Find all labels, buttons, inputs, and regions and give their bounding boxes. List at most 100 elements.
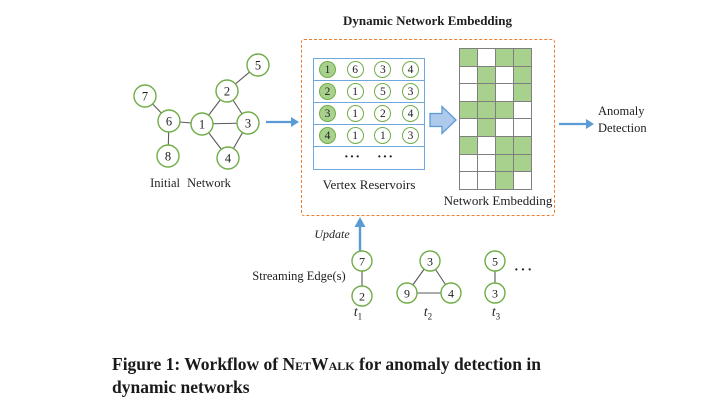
node-label: 3 <box>492 287 498 301</box>
node-label: 4 <box>225 152 232 166</box>
reservoir-walk-node: 1 <box>374 127 392 144</box>
reservoir-key-node: 3 <box>319 105 336 122</box>
embedding-cell <box>514 172 531 189</box>
initial-network-node-labels: 5 2 7 6 1 3 8 4 <box>142 59 261 166</box>
block-arrow-icon <box>429 104 457 136</box>
embedding-cell <box>514 136 531 154</box>
streaming-ellipsis: ··· <box>514 263 535 278</box>
embedding-cell <box>514 66 531 84</box>
streaming-graphs-nodes <box>351 250 506 307</box>
update-arrow <box>354 217 366 256</box>
t-glyph: t <box>423 304 428 319</box>
reservoir-walk-node: 4 <box>401 61 419 78</box>
embedding-cell <box>460 119 477 136</box>
t-glyph: t <box>491 304 496 319</box>
node-label: 9 <box>404 287 410 301</box>
reservoir-walk-node: 1 <box>346 127 364 144</box>
reservoir-walk-node: 3 <box>401 127 419 144</box>
caption-prefix: Figure 1: Workflow of <box>112 354 283 374</box>
embedding-cell <box>460 84 477 101</box>
node-label: 2 <box>359 290 365 304</box>
node-label: 7 <box>142 90 148 104</box>
embedding-cell <box>496 49 513 66</box>
embedding-cell <box>496 154 513 172</box>
embedding-cell <box>460 101 477 119</box>
embedding-cell <box>478 136 495 154</box>
embedding-cell <box>496 84 513 101</box>
embedding-cell <box>496 119 513 136</box>
caption-suffix: for anomaly detection in <box>354 354 541 374</box>
caption-line2: dynamic networks <box>112 376 250 397</box>
reservoir-walk-node: 1 <box>346 105 364 122</box>
graph-node <box>351 285 373 307</box>
caption-brand: NetWalk <box>282 354 355 374</box>
node-label: 6 <box>166 115 172 129</box>
reservoir-key-node: 2 <box>319 83 336 100</box>
embedding-cell <box>460 154 477 172</box>
embedding-cell <box>478 49 495 66</box>
node-label: 1 <box>199 118 205 132</box>
embedding-cell <box>496 101 513 119</box>
anomaly-line1: Anomaly <box>598 104 645 118</box>
reservoir-key-node: 1 <box>319 61 336 78</box>
reservoir-walk-node: 1 <box>346 83 364 100</box>
initial-network-graph <box>144 64 259 159</box>
node-label: 4 <box>448 287 454 301</box>
node-label: 2 <box>224 85 230 99</box>
graph-node <box>157 109 181 133</box>
embedding-cell <box>478 66 495 84</box>
embedding-box-title: Dynamic Network Embedding <box>342 13 512 28</box>
embedding-cell <box>496 136 513 154</box>
node-label: 5 <box>492 255 498 269</box>
t-sub: 1 <box>357 311 363 322</box>
graph-node <box>484 250 506 272</box>
graph-node <box>215 79 239 103</box>
graph-node <box>440 282 462 304</box>
embedding-cell <box>478 84 495 101</box>
reservoir-dots-row: ··· ··· <box>314 147 424 169</box>
embedding-grid <box>459 48 532 190</box>
anomaly-detection-label: Anomaly Detection <box>598 103 678 136</box>
reservoir-walk-node: 3 <box>401 83 419 100</box>
network-embedding-label: Network Embedding <box>443 193 553 208</box>
graph-node <box>190 112 214 136</box>
embedding-cell <box>514 119 531 136</box>
ellipsis-glyph: ··· <box>377 150 395 165</box>
embedding-cell <box>478 119 495 136</box>
vertex-reservoirs-label: Vertex Reservoirs <box>322 177 416 192</box>
node-label: 3 <box>245 117 251 131</box>
node-label: 5 <box>255 59 261 73</box>
embedding-cell <box>478 172 495 189</box>
node-label: 7 <box>359 255 365 269</box>
embedding-cell <box>496 66 513 84</box>
embedding-cell <box>514 101 531 119</box>
reservoir-walk-node: 3 <box>374 61 392 78</box>
embedding-cell <box>460 49 477 66</box>
reservoir-walk-node: 5 <box>374 83 392 100</box>
graph-node <box>133 84 157 108</box>
embedding-cell <box>478 101 495 119</box>
graph-node <box>156 144 180 168</box>
node-label: 3 <box>427 255 433 269</box>
embedding-cell <box>496 172 513 189</box>
initial-network-nodes <box>133 53 270 170</box>
embedding-cell <box>460 66 477 84</box>
initial-network-label: Initial Network <box>150 176 231 190</box>
t-sub: 3 <box>495 311 501 322</box>
t-sub: 2 <box>427 311 433 322</box>
anomaly-line2: Detection <box>598 120 647 135</box>
arrow-to-anomaly <box>559 119 594 129</box>
embedding-cell <box>514 49 531 66</box>
t-glyph: t <box>353 304 358 319</box>
node-label: 8 <box>165 150 171 164</box>
update-label: Update <box>314 227 350 241</box>
reservoir-walk-node: 4 <box>401 105 419 122</box>
